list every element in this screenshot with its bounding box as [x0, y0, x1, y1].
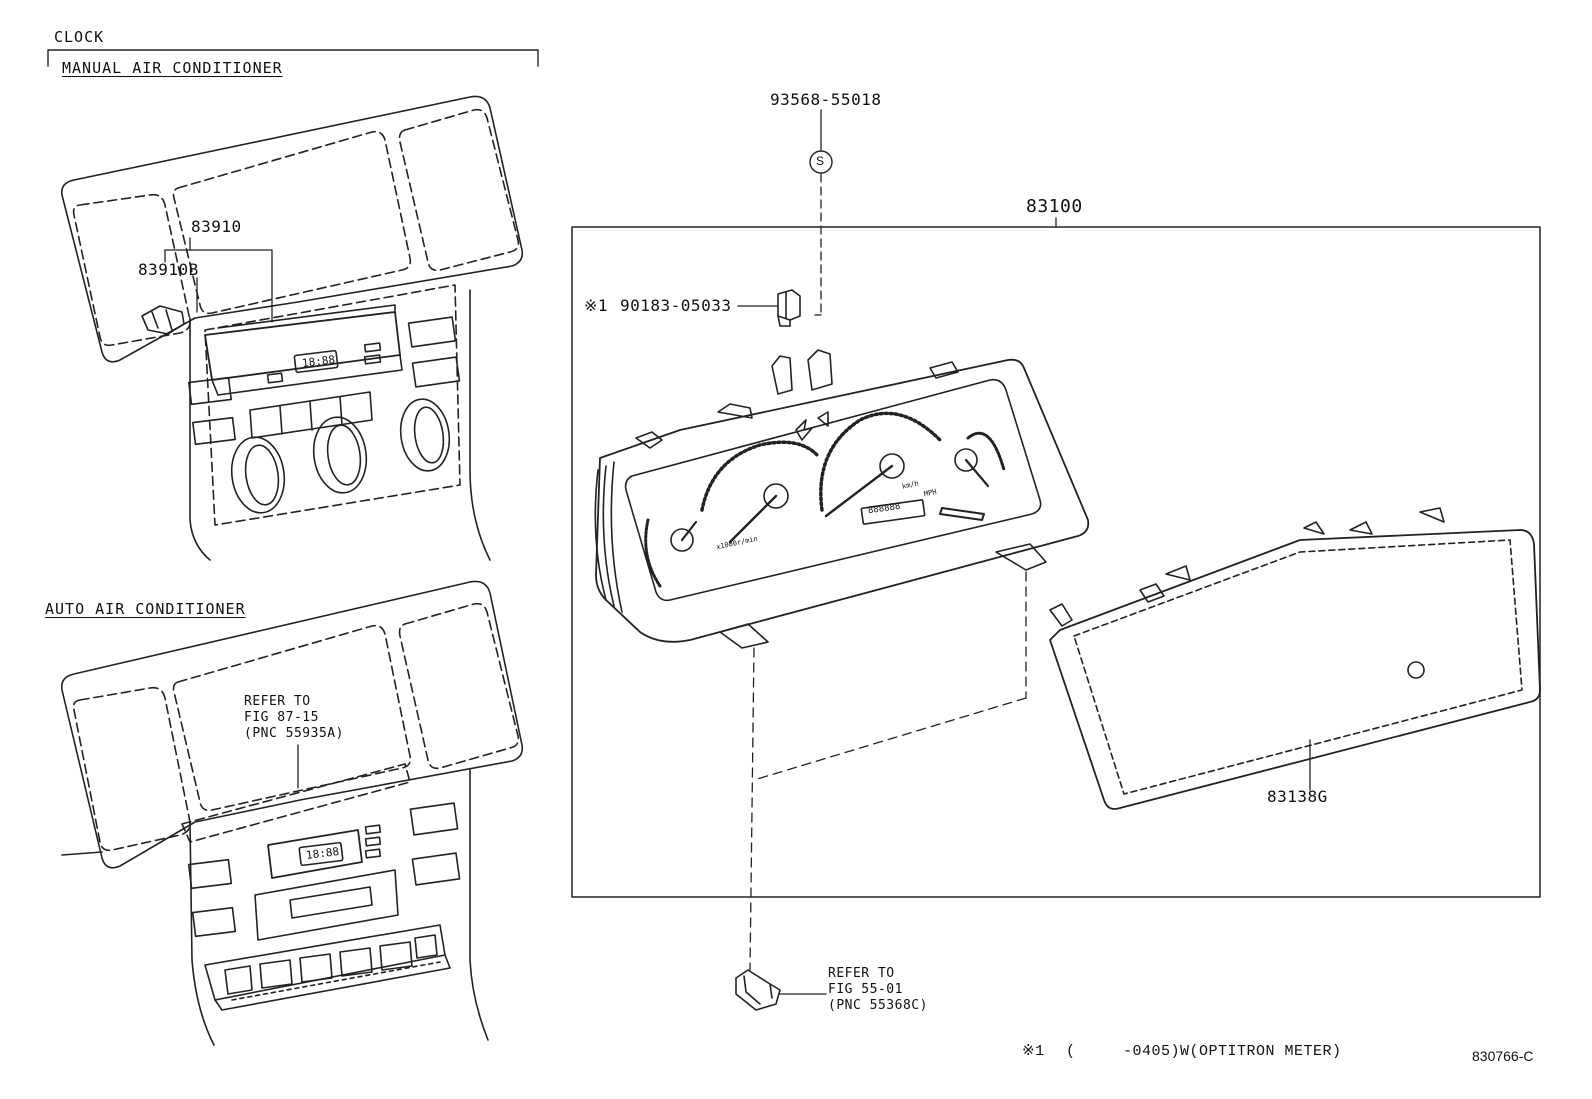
part-number-83138G: 83138G: [1267, 787, 1328, 806]
bulb-90183: [738, 290, 800, 326]
footnote-text: ( -0405)W(OPTITRON METER): [1066, 1043, 1342, 1060]
cluster-dashed-leaders: [750, 572, 1026, 970]
part-number-83910: 83910: [191, 217, 242, 236]
clock-section-bracket: [48, 50, 538, 66]
refer-fig-87-15-line1: REFER TO: [244, 694, 311, 709]
instrument-cluster-drawing: [595, 350, 1088, 648]
auto-ac-dashboard-drawing: [62, 581, 523, 1045]
diagram-id: 830766-C: [1472, 1048, 1534, 1064]
refer-fig-55-01-line1: REFER TO: [828, 966, 895, 981]
refer-fig-55-01-line2: FIG 55-01: [828, 982, 903, 997]
assembly-frame-83100: [572, 218, 1540, 897]
footnote-mark: ※1: [1022, 1043, 1045, 1060]
leader-83910: [165, 238, 272, 322]
part-number-83910B: 83910B: [138, 260, 199, 279]
refer-fig-55-01-line3: (PNC 55368C): [828, 998, 928, 1013]
refer-fig-87-15-line3: (PNC 55935A): [244, 726, 344, 741]
refer-fig-87-15-line2: FIG 87-15: [244, 710, 319, 725]
note-mark-1: ※1: [584, 296, 609, 315]
cluster-lens-drawing: [1050, 508, 1540, 809]
clock-section-label: CLOCK: [54, 28, 105, 46]
auto-ac-section-label: AUTO AIR CONDITIONER: [45, 600, 246, 618]
manual-ac-dashboard-drawing: [62, 96, 523, 560]
manual-ac-section-label: MANUAL AIR CONDITIONER: [62, 59, 283, 77]
screw-s-marker: S: [816, 154, 825, 168]
bracket-part-drawing: [736, 970, 826, 1010]
part-number-93568-55018: 93568-55018: [770, 90, 882, 109]
part-number-90183-05033: 90183-05033: [620, 296, 732, 315]
screw-93568: [810, 110, 832, 315]
part-number-83100: 83100: [1026, 196, 1083, 217]
